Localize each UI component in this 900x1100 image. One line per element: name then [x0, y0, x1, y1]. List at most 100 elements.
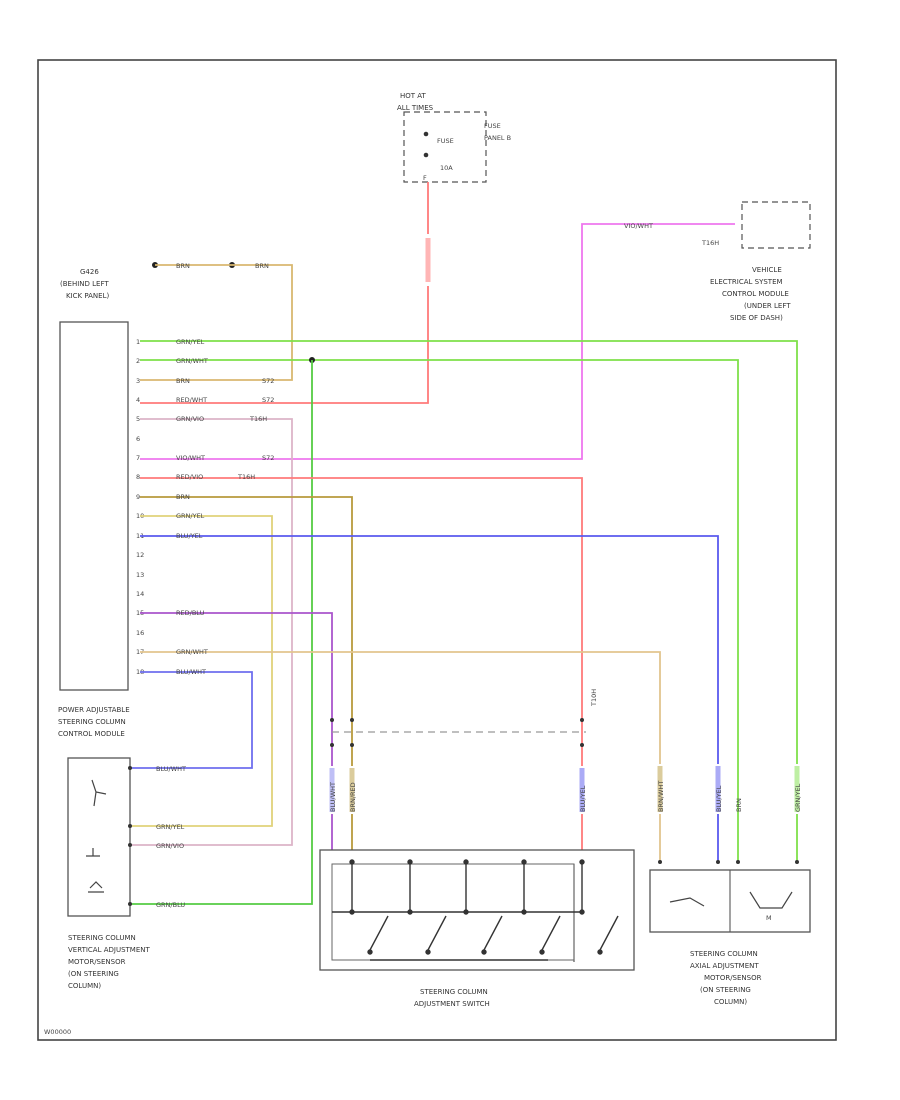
switch-drop-labels: BLU/WHT BRN/RED BLU/YEL — [328, 766, 587, 814]
pin-2: 2 — [136, 357, 140, 365]
splice-label-1: S72 — [262, 377, 274, 385]
axial-motor-m-symbol — [749, 891, 793, 909]
axial-drop-labels: BRN/WHT BLU/YEL BRN GRN/YEL — [656, 764, 802, 814]
vertical-motor-wire-top: BLU/WHT — [156, 765, 186, 773]
vesc-label-1: VEHICLE — [752, 266, 782, 274]
ground-wire-b: BRN — [255, 262, 269, 270]
axial-motor: M STEERING COLUMN AXIAL ADJUSTMENT MOTOR… — [649, 860, 811, 1006]
wire-label-5: GRN/VIO — [176, 415, 204, 423]
wire-label-4: RED/WHT — [176, 396, 207, 404]
vertical-motor-label-1: STEERING COLUMN — [68, 934, 136, 942]
axial-motor-label-1: STEERING COLUMN — [690, 950, 758, 958]
wire-pin-9 — [140, 496, 353, 862]
wire-ground — [140, 264, 293, 381]
splice-label-3: S72 — [262, 454, 274, 462]
switch-label-2: ADJUSTMENT SWITCH — [414, 1000, 490, 1008]
vesc-label-4: (UNDER LEFT — [744, 302, 791, 310]
pin-12: 12 — [136, 551, 144, 559]
vesc-outline — [741, 201, 811, 249]
ground-block: G426 (BEHIND LEFT KICK PANEL) BRN BRN — [60, 262, 293, 381]
module-label-2: STEERING COLUMN — [58, 718, 126, 726]
vertical-motor-label-2: VERTICAL ADJUSTMENT — [68, 946, 150, 954]
pin-7: 7 — [136, 454, 140, 462]
pin-5: 5 — [136, 415, 140, 423]
module-body — [59, 321, 129, 691]
switch-drop-2: BRN/RED — [349, 782, 357, 812]
pin-1: 1 — [136, 338, 140, 346]
switch-connector-pins — [330, 718, 584, 747]
wire-label-2: GRN/WHT — [176, 357, 208, 365]
ground-location-2: KICK PANEL) — [66, 292, 109, 300]
fuse-mid-dot — [423, 152, 429, 158]
vertical-motor-label-5: COLUMN) — [68, 982, 101, 990]
pin-9: 9 — [136, 493, 140, 501]
vertical-motor-label-3: MOTOR/SENSOR — [68, 958, 126, 966]
vertical-motor-wire-mid: GRN/YEL — [156, 823, 185, 831]
vertical-motor-m-symbol — [88, 881, 104, 893]
module-label-1: POWER ADJUSTABLE — [58, 706, 130, 714]
vertical-motor-sensor-symbol — [86, 848, 100, 857]
wire-label-1: GRN/YEL — [176, 338, 205, 346]
axial-motor-m: M — [766, 914, 772, 922]
pin-6: 6 — [136, 435, 140, 443]
wire-pin-10 — [130, 515, 273, 827]
wire-label-10: GRN/YEL — [176, 512, 205, 520]
vesc-label-3: CONTROL MODULE — [722, 290, 789, 298]
ground-wire-a: BRN — [176, 262, 190, 270]
vertical-motor-wire-low: GRN/VIO — [156, 842, 184, 850]
axial-motor-label-4: (ON STEERING — [700, 986, 751, 994]
fuse-pin: F — [423, 174, 427, 182]
splice-label-2: S72 — [262, 396, 274, 404]
ground-location: (BEHIND LEFT — [60, 280, 109, 288]
wire-label-11: BLU/YEL — [176, 532, 203, 540]
switch-blades — [332, 911, 619, 955]
adjustment-switch: STEERING COLUMN ADJUSTMENT SWITCH — [319, 849, 635, 1008]
fuse-panel-outline — [403, 111, 487, 183]
wire-pin-2-branch — [130, 360, 313, 905]
wire-pin-2 — [140, 359, 739, 862]
vertical-motor-label-4: (ON STEERING — [68, 970, 119, 978]
vesc-label-2: ELECTRICAL SYSTEM — [710, 278, 783, 286]
module-wire-labels: GRN/YEL GRN/WHT BRN RED/WHT GRN/VIO VIO/… — [176, 338, 208, 676]
pin-8: 8 — [136, 473, 140, 481]
pin-13: 13 — [136, 571, 144, 579]
fuse-top-dot — [423, 131, 429, 137]
control-module: POWER ADJUSTABLE STEERING COLUMN CONTROL… — [58, 321, 130, 738]
vertical-motor-switch-symbol — [91, 779, 107, 807]
ground-label: G426 — [80, 268, 99, 276]
wire-label-18: BLU/WHT — [176, 668, 206, 676]
axial-motor-label-3: MOTOR/SENSOR — [704, 974, 762, 982]
connector-label-1: T16H — [249, 415, 267, 423]
switch-label-1: STEERING COLUMN — [420, 988, 488, 996]
wire-label-3: BRN — [176, 377, 190, 385]
wire-pin-8 — [140, 477, 583, 862]
axial-drop-1: BRN/WHT — [657, 781, 665, 812]
vertical-motor-wire-bot: GRN/BLU — [156, 901, 185, 909]
hot-at-label-2: ALL TIMES — [397, 104, 434, 112]
fuse-block: HOT AT ALL TIMES FUSE 10A FUSE PANEL B F — [397, 92, 511, 183]
axial-motor-label-2: AXIAL ADJUSTMENT — [690, 962, 759, 970]
pin-3: 3 — [136, 377, 140, 385]
switch-body — [319, 849, 635, 971]
wire-pin-1 — [140, 340, 798, 862]
pin-14: 14 — [136, 590, 144, 598]
connector-label-2: T16H — [237, 473, 255, 481]
wire-pin-5 — [130, 418, 293, 846]
connector-label-3: T10H — [590, 689, 598, 707]
vertical-motor-body — [67, 757, 131, 917]
connector-labels: S72 S72 T16H S72 T16H T10H — [237, 377, 598, 707]
vertical-motor: BLU/WHT GRN/YEL GRN/VIO GRN/BLU STEERING… — [67, 757, 186, 990]
vesc-label-5: SIDE OF DASH) — [730, 314, 783, 322]
wire-label-17: GRN/WHT — [176, 648, 208, 656]
hot-at-label: HOT AT — [400, 92, 427, 100]
wire-label-15: RED/BLU — [176, 609, 205, 617]
fuse-panel-label-2: PANEL B — [484, 134, 511, 142]
axial-motor-label-5: COLUMN) — [714, 998, 747, 1006]
page-ref: W00000 — [44, 1028, 71, 1036]
axial-drop-3: BRN — [735, 798, 743, 812]
fuse-amp: 10A — [440, 164, 453, 172]
vesc-wire-label: VIO/WHT — [624, 222, 653, 230]
wire-pin-11 — [140, 535, 719, 862]
wire-pin-18 — [130, 671, 253, 769]
switch-drop-3: BLU/YEL — [579, 785, 587, 812]
